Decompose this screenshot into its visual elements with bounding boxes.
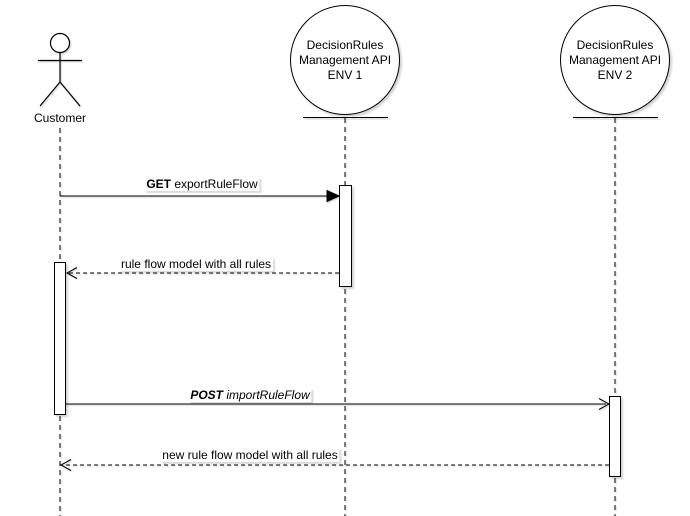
message-text-ruleflow-return: rule flow model with all rules: [120, 257, 272, 271]
participant-env1-line2: Management API: [298, 52, 392, 67]
message-arrow-post-importruleflow: [66, 398, 611, 410]
actor-label-customer: Customer: [33, 111, 87, 125]
activation-bar-env1: [339, 185, 352, 287]
participant-env1-line3: ENV 1: [327, 67, 363, 82]
message-label-new-ruleflow-return: new rule flow model with all rules: [160, 448, 340, 462]
activation-bar-customer: [54, 262, 66, 415]
message-keyword-get: GET: [146, 177, 171, 191]
participant-env2-line2: Management API: [568, 52, 662, 67]
message-keyword-post: POST: [190, 388, 223, 402]
actor-icon: [38, 32, 82, 107]
participant-env2-underline: [573, 117, 658, 118]
message-arrow-new-ruleflow-return: [59, 459, 609, 471]
participant-env2-line1: DecisionRules: [576, 37, 654, 52]
activation-bar-env2: [609, 396, 621, 477]
message-arrow-get-exportruleflow: [60, 189, 341, 203]
participant-env2-line3: ENV 2: [597, 67, 633, 82]
participant-env2: DecisionRules Management API ENV 2: [560, 5, 670, 115]
message-label-ruleflow-return: rule flow model with all rules: [118, 257, 274, 271]
message-arrow-ruleflow-return: [65, 267, 339, 279]
participant-env1-line1: DecisionRules: [306, 37, 384, 52]
message-text-importruleflow: importRuleFlow: [222, 388, 310, 402]
message-label-post-importruleflow: POST importRuleFlow: [188, 388, 312, 402]
participant-env1-underline: [303, 117, 388, 118]
participant-env1: DecisionRules Management API ENV 1: [290, 5, 400, 115]
message-label-get-exportruleflow: GET exportRuleFlow: [144, 177, 260, 191]
message-text-new-ruleflow-return: new rule flow model with all rules: [162, 448, 338, 462]
message-text-exportruleflow: exportRuleFlow: [170, 177, 258, 191]
